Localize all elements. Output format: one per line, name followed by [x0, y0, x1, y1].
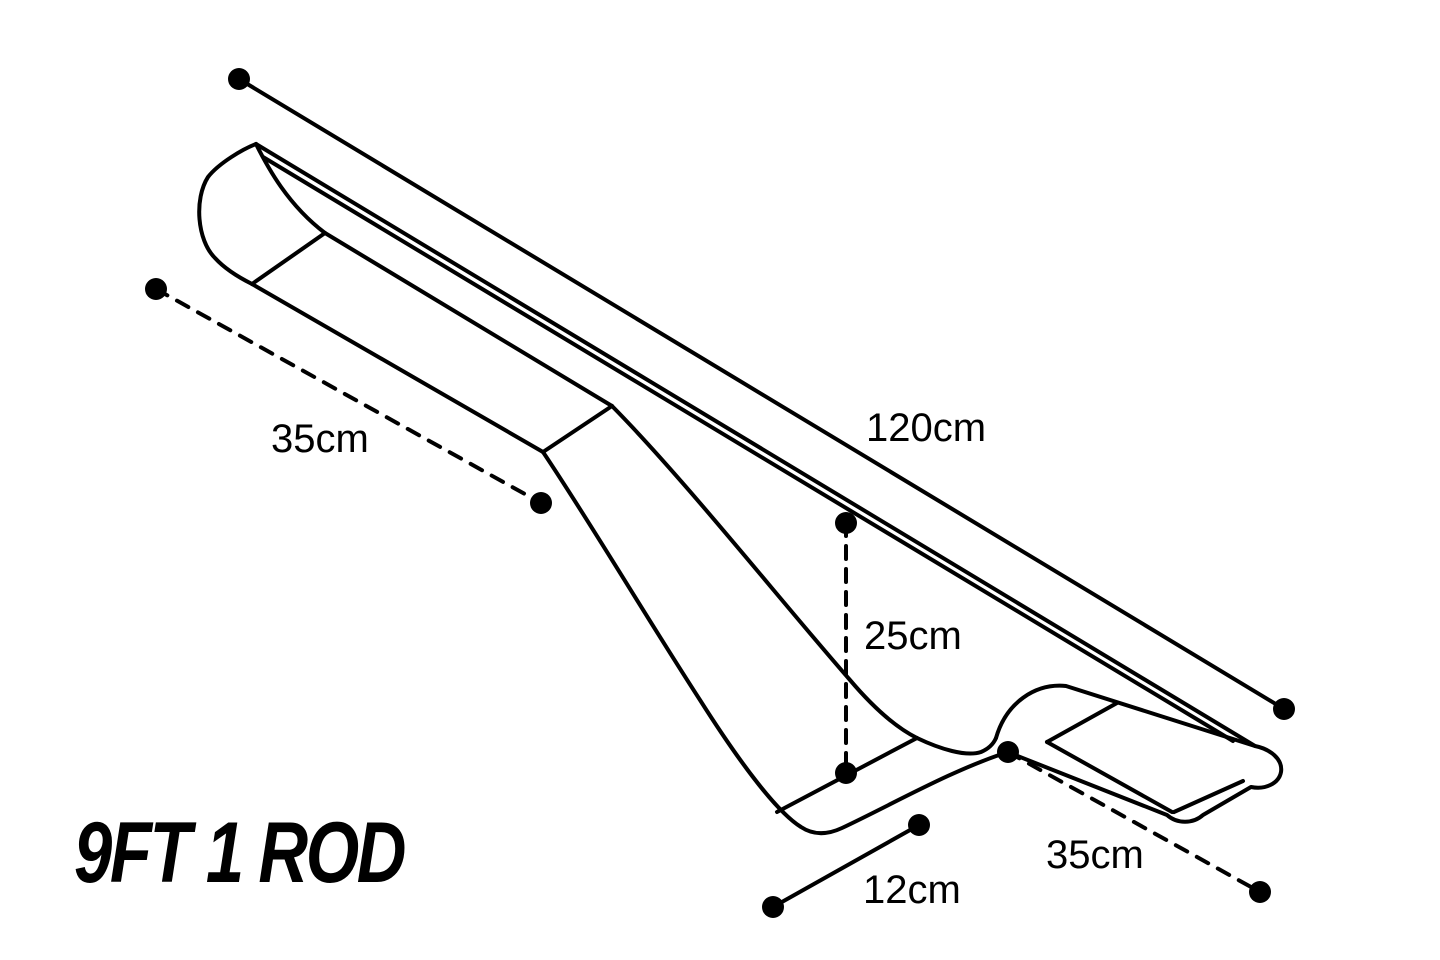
neck-bottom-curve [541, 450, 1010, 836]
dim-overall-length [228, 68, 1295, 720]
dim-left-end-width [145, 278, 552, 514]
front-top-edge [323, 231, 614, 408]
end-cap-outline [197, 142, 258, 286]
dim-endpoint-dot [145, 278, 167, 300]
tip-inner-bottom-edge [1045, 740, 1174, 814]
dimension-labels: 120cm 35cm 25cm 12cm 35cm [271, 406, 1144, 912]
dim-endpoint-dot [1273, 698, 1295, 720]
dim-endpoint-dot [835, 762, 857, 784]
mid-body-seam [541, 404, 614, 454]
dim-label-tip-section-width: 35cm [1046, 833, 1144, 877]
dim-label-left-end-width: 35cm [271, 417, 369, 461]
dim-line-dashed [154, 287, 543, 505]
tip-right-seam [1172, 779, 1245, 814]
dim-endpoint-dot [530, 492, 552, 514]
dim-endpoint-dot [908, 814, 930, 836]
dim-label-overall-length: 120cm [866, 406, 986, 450]
dim-tip-section-width [997, 741, 1271, 903]
dim-line-dashed [1006, 750, 1262, 894]
front-bottom-edge [250, 282, 545, 454]
tip-top-edge-hump [994, 683, 1257, 748]
dim-line-solid [771, 823, 921, 909]
dim-endpoint-dot [997, 741, 1019, 763]
neck-top-curve [610, 404, 998, 756]
dim-endpoint-dot [762, 896, 784, 918]
dim-endpoint-dot [835, 512, 857, 534]
tip-left-seam [1045, 701, 1119, 744]
dimension-lines [145, 68, 1295, 918]
dim-line-solid [237, 77, 1286, 711]
dim-endpoint-dot [228, 68, 250, 90]
rod-sleeve-drawing [197, 142, 1284, 836]
dim-drop-depth [835, 512, 857, 784]
end-cap-seam [250, 231, 327, 286]
ridge-upper-line [254, 142, 1284, 824]
end-cap-inner-curve [254, 142, 327, 235]
dim-tip-offset [762, 814, 930, 918]
dim-label-tip-offset: 12cm [863, 868, 961, 912]
dim-label-drop-depth: 25cm [864, 614, 962, 658]
ridge-lower-line [261, 155, 1235, 743]
dim-endpoint-dot [1249, 881, 1271, 903]
product-title: 9FT 1 ROD [74, 805, 406, 901]
